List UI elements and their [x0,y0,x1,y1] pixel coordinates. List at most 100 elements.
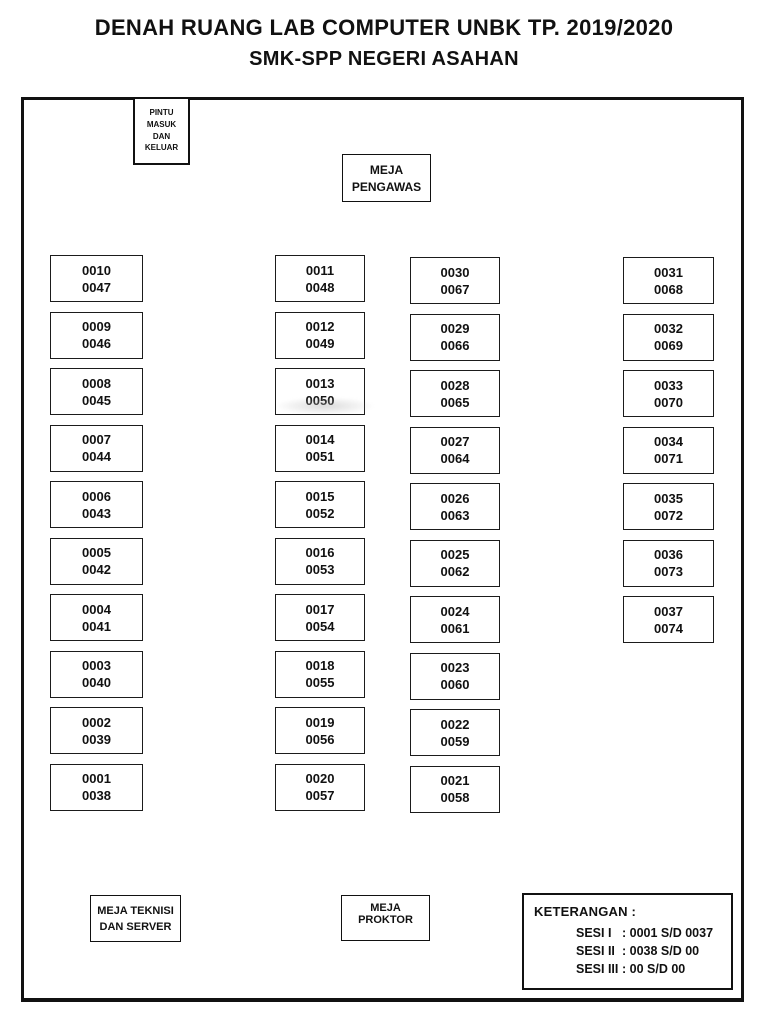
desk-seat-number-top: 0034 [654,434,683,449]
desk-seat-number-top: 0004 [82,601,111,617]
desk-seat-number-bottom: 0047 [82,279,111,295]
desk-seat-number-top: 0032 [654,321,683,336]
desk-seat-number-bottom: 0061 [440,620,470,636]
desk-seat-number-top: 0002 [82,714,111,730]
legend-box: KETERANGAN : SESI I : 0001 S/D 0037 SESI… [522,893,733,990]
page-title: DENAH RUANG LAB COMPUTER UNBK TP. 2019/2… [94,15,674,40]
desk-seat-number-bottom: 0057 [305,788,335,803]
desk-seat-number-top: 0022 [440,716,470,732]
desk-seat-number-top: 0036 [654,547,683,562]
desk-seat-number-top: 0001 [82,771,111,786]
legend-row-sesi-3: SESI III : 00 S/D 00 [576,962,731,976]
desk-seat-number-top: 0033 [654,377,683,393]
desk-seat-number-top: 0005 [82,545,111,560]
legend-row-sesi-2: SESI II : 0038 S/D 00 [576,944,731,958]
desk-seat-number-bottom: 0066 [440,338,470,353]
desk-seat-number-top: 0007 [82,432,111,447]
legend-title: KETERANGAN : [534,904,637,919]
supervisor-desk-label: PENGAWAS [351,179,422,194]
entrance-exit-door-box: PINTU MASUK DAN KELUAR [133,97,190,165]
desk-seat-number-bottom: 0074 [654,620,683,636]
technician-desk-label: DAN SERVER [99,920,172,933]
proctor-desk-label: MEJA PROKTOR [358,902,413,926]
desk-seat-number-bottom: 0072 [654,507,683,523]
desk-seat-number-bottom: 0071 [654,451,683,466]
desk-seat-number-top: 0024 [440,603,470,619]
desk-seat-number-top: 0020 [305,771,335,786]
session-range: : 00 S/D 00 [622,962,686,976]
session-range: : 0038 S/D 00 [622,944,700,958]
desk-seat-number-top: 0015 [305,488,335,504]
desk-seat-number-top: 0003 [82,658,111,673]
desk-seat-number-top: 0017 [305,601,335,617]
desk-seat-number-bottom: 0049 [305,336,335,351]
technician-desk-label: MEJA TEKNISI [97,904,174,917]
desk-seat-number-bottom: 0038 [82,788,111,803]
desk-seat-number-top: 0012 [305,319,335,334]
desk-box: 0027 0064 [410,426,500,474]
desk-box: 0020 0057 [275,763,365,811]
desk-seat-number-bottom: 0058 [440,790,470,805]
desk-seat-number-bottom: 0043 [82,505,111,521]
desk-seat-number-bottom: 0068 [654,281,683,297]
desk-seat-number-bottom: 0056 [305,731,335,747]
desk-seat-number-bottom: 0044 [82,449,111,464]
legend-rows: SESI I : 0001 S/D 0037 SESI II : 0038 S/… [576,926,731,976]
desk-seat-number-bottom: 0060 [440,677,470,692]
door-label-line: MASUK [146,119,177,129]
desk-seat-number-top: 0026 [440,490,470,506]
desk-seat-number-top: 0027 [440,434,470,449]
desk-seat-number-bottom: 0055 [305,675,335,690]
desk-seat-number-top: 0010 [82,262,111,278]
desk-box: 0007 0044 [50,424,143,472]
desk-seat-number-top: 0025 [440,547,470,562]
desk-seat-number-top: 0016 [305,545,335,560]
desk-seat-number-top: 0030 [440,264,470,280]
desk-box: 0029 0066 [410,313,500,361]
door-label-line: PINTU [149,107,174,117]
desk-box: 0034 0071 [623,426,714,474]
desk-seat-number-top: 0013 [305,375,335,391]
desk-seat-number-bottom: 0052 [305,505,335,521]
desk-seat-number-top: 0037 [654,603,683,619]
desk-seat-number-bottom: 0062 [440,564,470,579]
desk-box: 0025 0062 [410,539,500,587]
session-label: SESI III [576,962,619,976]
desk-seat-number-bottom: 0041 [82,618,111,634]
desk-seat-number-bottom: 0067 [440,281,470,297]
desk-seat-number-bottom: 0059 [440,733,470,749]
desk-seat-number-bottom: 0053 [305,562,335,577]
desk-seat-number-bottom: 0051 [305,449,335,464]
desk-seat-number-bottom: 0064 [440,451,470,466]
desk-seat-number-bottom: 0073 [654,564,683,579]
desk-seat-number-top: 0029 [440,321,470,336]
desk-seat-number-top: 0006 [82,488,111,504]
desk-seat-number-top: 0011 [305,262,335,278]
desk-seat-number-bottom: 0050 [305,392,335,408]
door-label-line: KELUAR [144,143,179,153]
